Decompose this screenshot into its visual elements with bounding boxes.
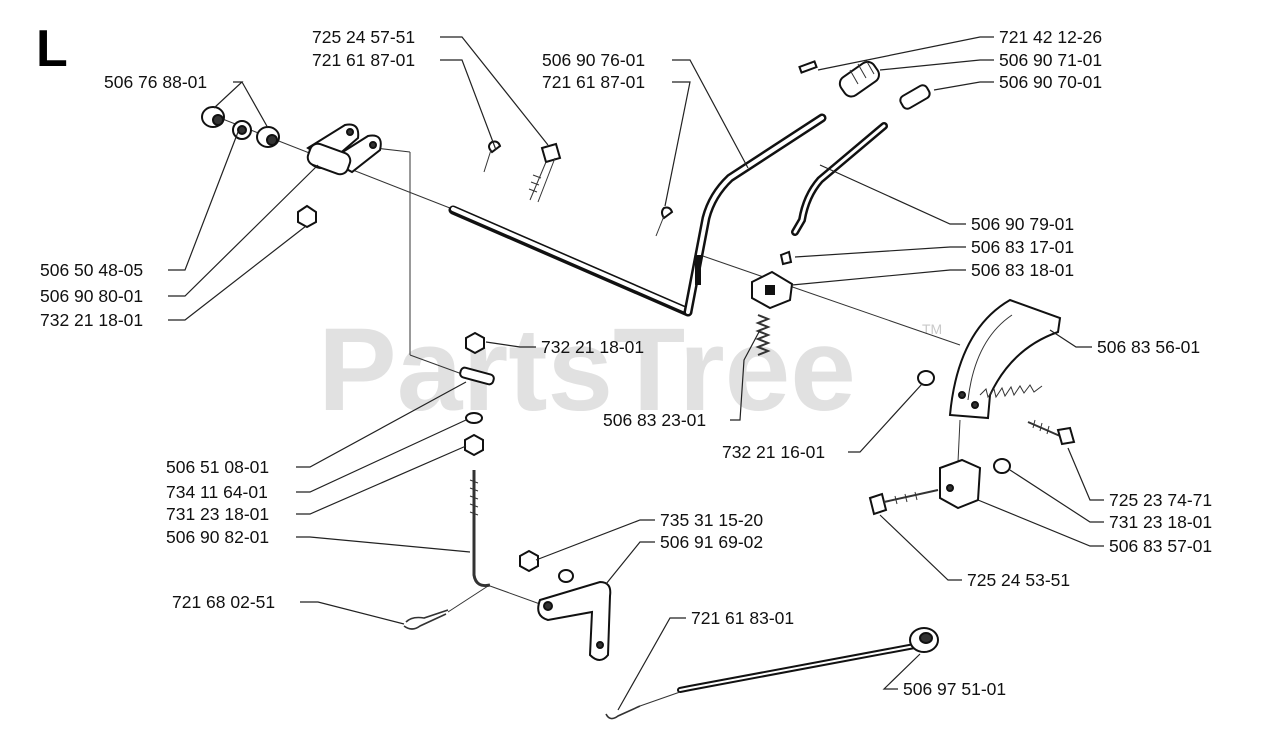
clevis-pins bbox=[483, 140, 674, 237]
part-label[interactable]: 506 90 71-01 bbox=[999, 50, 1102, 70]
part-label[interactable]: 506 90 80-01 bbox=[40, 286, 143, 306]
bolt-block bbox=[868, 489, 939, 516]
part-label[interactable]: 506 51 08-01 bbox=[166, 457, 269, 477]
part-drawings bbox=[201, 59, 1076, 720]
lock-block bbox=[939, 458, 982, 510]
part-label[interactable]: 506 83 23-01 bbox=[603, 410, 706, 430]
watermark-text: PartsTree bbox=[318, 304, 856, 436]
part-label[interactable]: 725 24 53-51 bbox=[967, 570, 1070, 590]
bolt-top bbox=[528, 142, 562, 203]
part-label[interactable]: 732 21 18-01 bbox=[40, 310, 143, 330]
part-label[interactable]: 506 90 79-01 bbox=[971, 214, 1074, 234]
spacer-set bbox=[201, 106, 280, 148]
bolt-right bbox=[1027, 419, 1076, 446]
axis-line-rack bbox=[699, 254, 961, 346]
part-label[interactable]: 721 42 12-26 bbox=[999, 27, 1102, 47]
part-labels: 725 24 57-51 721 61 87-01 506 76 88-01 5… bbox=[40, 27, 1212, 699]
part-label[interactable]: 506 83 18-01 bbox=[971, 260, 1074, 280]
part-label[interactable]: 506 50 48-05 bbox=[40, 260, 143, 280]
part-label[interactable]: 506 83 17-01 bbox=[971, 237, 1074, 257]
part-label[interactable]: 506 83 57-01 bbox=[1109, 536, 1212, 556]
part-label[interactable]: 721 61 87-01 bbox=[312, 50, 415, 70]
part-label[interactable]: 731 23 18-01 bbox=[1109, 512, 1212, 532]
part-label[interactable]: 735 31 15-20 bbox=[660, 510, 763, 530]
long-link-rod bbox=[605, 627, 939, 720]
part-label[interactable]: 732 21 18-01 bbox=[541, 337, 644, 357]
pivot-bracket bbox=[306, 123, 382, 176]
nut-rack bbox=[917, 370, 935, 386]
vertical-rod-stack bbox=[459, 331, 495, 587]
main-shaft bbox=[448, 113, 827, 317]
part-label[interactable]: 506 97 51-01 bbox=[903, 679, 1006, 699]
part-label[interactable]: 506 91 69-02 bbox=[660, 532, 763, 552]
part-label[interactable]: 725 23 74-71 bbox=[1109, 490, 1212, 510]
section-letter: L bbox=[36, 20, 68, 78]
part-label[interactable]: 732 21 16-01 bbox=[722, 442, 825, 462]
part-label[interactable]: 721 68 02-51 bbox=[172, 592, 275, 612]
part-label[interactable]: 506 90 70-01 bbox=[999, 72, 1102, 92]
nut-block bbox=[993, 458, 1011, 474]
part-label[interactable]: 506 76 88-01 bbox=[104, 72, 207, 92]
part-label[interactable]: 506 83 56-01 bbox=[1097, 337, 1200, 357]
part-label[interactable]: 725 24 57-51 bbox=[312, 27, 415, 47]
part-label[interactable]: 721 61 83-01 bbox=[691, 608, 794, 628]
part-label[interactable]: 731 23 18-01 bbox=[166, 504, 269, 524]
cotter-pin-bottom bbox=[403, 585, 489, 630]
lever-bracket bbox=[489, 549, 612, 661]
part-label[interactable]: 721 61 87-01 bbox=[542, 72, 645, 92]
part-label[interactable]: 506 90 82-01 bbox=[166, 527, 269, 547]
part-label[interactable]: 734 11 64-01 bbox=[166, 482, 268, 502]
pawl-block bbox=[751, 250, 794, 310]
watermark-tm: TM bbox=[922, 321, 942, 337]
spring bbox=[755, 314, 771, 356]
handle-grip bbox=[791, 59, 931, 236]
toothed-rack bbox=[948, 298, 1062, 420]
part-label[interactable]: 506 90 76-01 bbox=[542, 50, 645, 70]
hex-nut-bracket bbox=[297, 204, 317, 229]
leader-lines bbox=[168, 36, 1104, 711]
